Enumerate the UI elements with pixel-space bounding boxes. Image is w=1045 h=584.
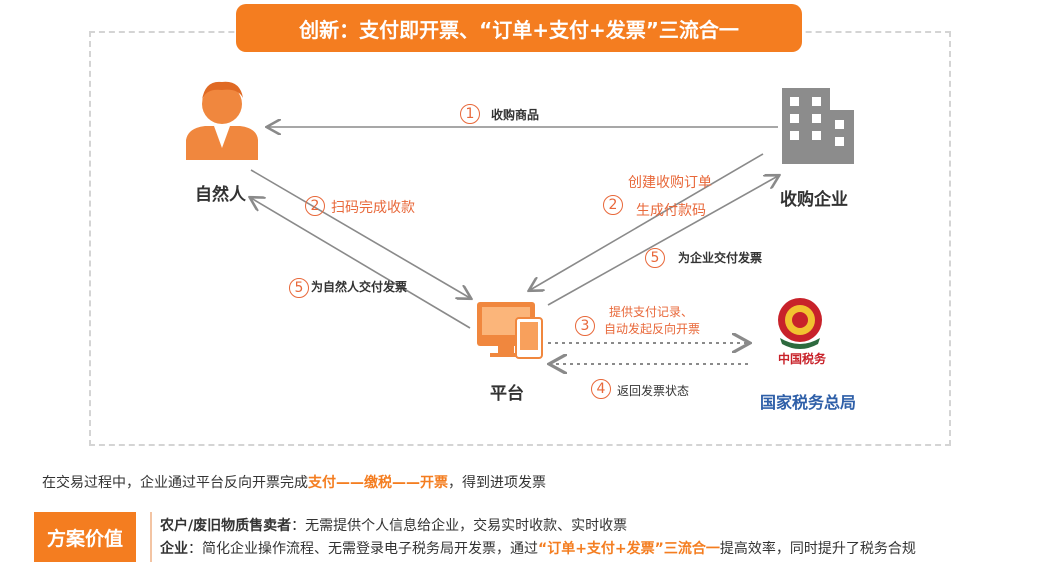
step-4-label: 返回发票状态 <box>617 384 690 398</box>
step-2b-label-line2: 生成付款码 <box>636 203 706 219</box>
step-2b-label-line1: 创建收购订单 <box>628 175 712 191</box>
tax-logo-text: 中国税务 <box>778 352 827 366</box>
tax-bureau-label: 国家税务总局 <box>760 393 857 412</box>
value-line-1-text: ：无需提供个人信息给企业，交易实时收款、实时收票 <box>291 518 628 534</box>
step-3-label-line1: 提供支付记录、 <box>609 305 694 319</box>
computer-icon <box>477 302 543 359</box>
value-line-2-highlight: “订单+支付+发票”三流合一 <box>538 541 720 557</box>
tax-emblem-icon <box>778 298 822 349</box>
value-line-2-subject: 企业 <box>160 541 188 557</box>
note-highlight: 支付——缴税——开票 <box>308 475 448 491</box>
step-2a-label: 扫码完成收款 <box>331 200 415 216</box>
note-prefix: 在交易过程中，企业通过平台反向开票完成 <box>42 475 308 491</box>
value-line-1-subject: 农户/废旧物质售卖者 <box>160 518 292 534</box>
step-1-label: 收购商品 <box>491 108 540 122</box>
step-5b-label: 为企业交付发票 <box>678 251 763 265</box>
note-suffix: ，得到进项发票 <box>448 475 546 491</box>
page-title: 创新：支付即开票、“订单+支付+发票”三流合一 <box>236 4 802 52</box>
person-icon <box>186 81 258 160</box>
enterprise-label: 收购企业 <box>780 190 848 210</box>
value-badge: 方案价值 <box>34 512 136 562</box>
step-5a-label: 为自然人交付发票 <box>311 280 408 294</box>
step-4-number: 4 <box>591 379 611 399</box>
building-icon <box>782 88 854 164</box>
value-line-1: 农户/废旧物质售卖者：无需提供个人信息给企业，交易实时收款、实时收票 <box>160 515 627 535</box>
platform-label: 平台 <box>490 384 524 404</box>
value-line-2-suffix: 提高效率，同时提升了税务合规 <box>719 541 916 557</box>
step-2b-number: 2 <box>603 195 623 215</box>
step-3-label-line2: 自动发起反向开票 <box>604 322 701 336</box>
value-line-2-text: ：简化企业操作流程、无需登录电子税务局开发票，通过 <box>188 541 538 557</box>
value-divider <box>150 512 152 562</box>
step-1-number: 1 <box>460 104 480 124</box>
process-note: 在交易过程中，企业通过平台反向开票完成支付——缴税——开票，得到进项发票 <box>42 472 546 492</box>
step-5b-number: 5 <box>645 248 665 268</box>
step-3-number: 3 <box>575 316 595 336</box>
value-line-2: 企业：简化企业操作流程、无需登录电子税务局开发票，通过“订单+支付+发票”三流合… <box>160 538 916 558</box>
step-2a-number: 2 <box>305 196 325 216</box>
step-5a-number: 5 <box>289 278 309 298</box>
person-label: 自然人 <box>195 185 246 205</box>
